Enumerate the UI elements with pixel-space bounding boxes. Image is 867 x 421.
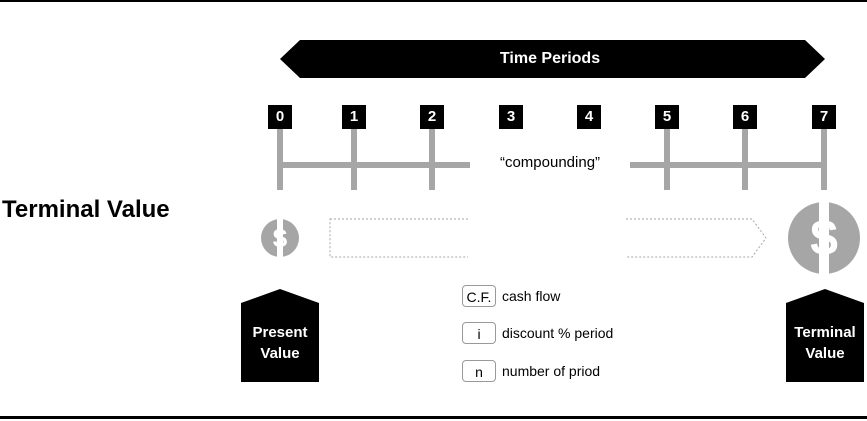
terminal-value-label: Terminal Value	[785, 322, 865, 364]
period-box-6: 6	[733, 105, 757, 129]
flow-arrow	[329, 218, 767, 258]
legend-item-periods: n number of priod	[462, 359, 600, 383]
period-box-0: 0	[268, 105, 292, 129]
compounding-label: “compounding”	[470, 152, 630, 174]
period-box-1: 1	[342, 105, 366, 129]
period-box-7: 7	[812, 105, 836, 129]
terminal-value-shape	[786, 289, 864, 382]
present-value-line1: Present	[252, 324, 308, 341]
present-dollar-symbol: $	[273, 223, 288, 253]
terminal-dollar-symbol: $	[810, 210, 838, 266]
legend-key: i	[462, 322, 496, 344]
bottom-rule	[0, 416, 867, 419]
time-periods-arrow	[280, 40, 825, 78]
present-value-line2: Value	[260, 345, 300, 362]
page-title: Terminal Value	[2, 196, 170, 223]
present-value-label: Present Value	[240, 322, 320, 364]
legend-key: C.F.	[462, 285, 496, 307]
legend-key: n	[462, 360, 496, 382]
legend-text: number of priod	[502, 363, 601, 379]
period-box-3: 3	[499, 105, 523, 129]
terminal-value-line2: Value	[805, 345, 845, 362]
terminal-dollar-icon: $	[788, 198, 860, 278]
legend-item-discount: i discount % period	[462, 321, 613, 345]
legend-text: discount % period	[502, 325, 614, 341]
period-box-4: 4	[577, 105, 601, 129]
top-rule	[0, 0, 867, 2]
period-box-5: 5	[655, 105, 679, 129]
time-periods-label: Time Periods	[499, 50, 601, 67]
terminal-value-line1: Terminal	[794, 324, 856, 341]
flow-arrow-gap	[468, 214, 626, 262]
legend-item-cash-flow: C.F. cash flow	[462, 284, 560, 308]
present-dollar-icon: $	[261, 216, 299, 260]
period-box-2: 2	[420, 105, 444, 129]
present-value-shape	[241, 289, 319, 382]
legend-text: cash flow	[502, 288, 561, 304]
